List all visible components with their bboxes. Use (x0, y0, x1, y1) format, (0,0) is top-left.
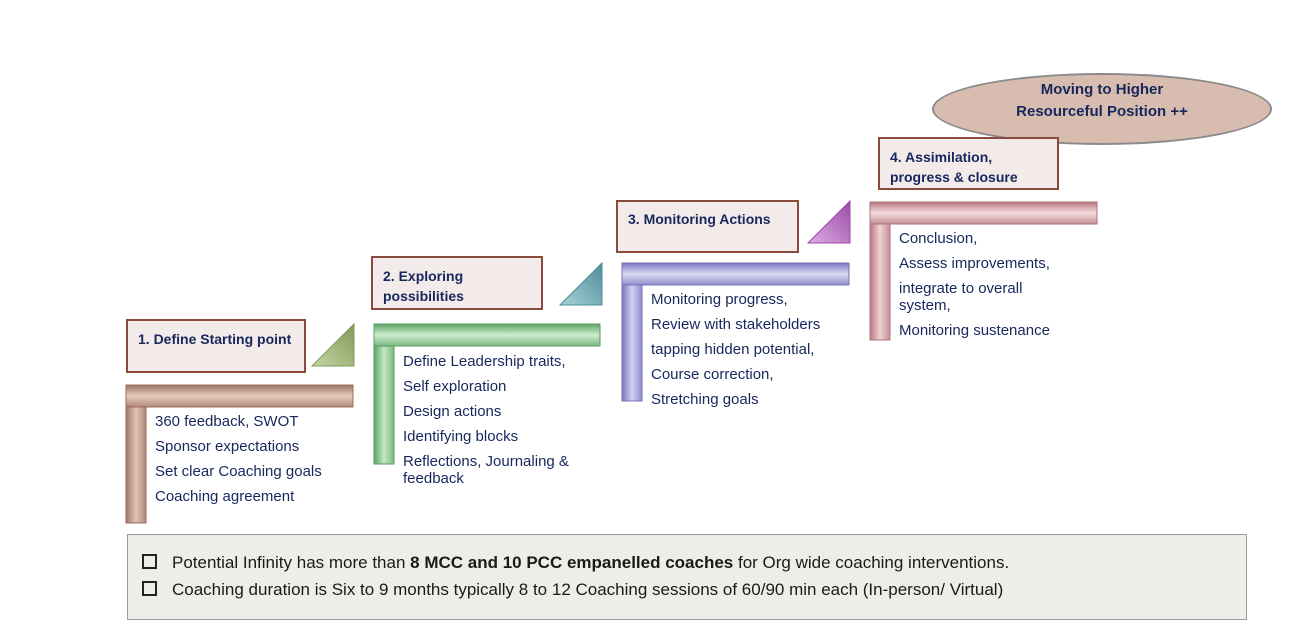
list-item: 360 feedback, SWOT (155, 413, 299, 430)
note-1: Potential Infinity has more than 8 MCC a… (142, 549, 1246, 576)
note-1-bold: 8 MCC and 10 PCC empanelled coaches (410, 553, 734, 572)
goal-line-2: Resourceful Position ++ (1016, 103, 1188, 120)
list-item: Assess improvements, (899, 255, 1050, 272)
goal-line-1: Moving to Higher (1040, 81, 1164, 98)
step-2-shape (373, 323, 601, 465)
list-item: Define Leadership traits, (403, 353, 566, 370)
stage-2-title: 2. Exploring possibilities (371, 256, 543, 310)
stage-4-items: Conclusion, Assess improvements, integra… (899, 226, 1074, 343)
list-item: Stretching goals (651, 391, 759, 408)
list-item: Design actions (403, 403, 502, 420)
list-item: Coaching agreement (155, 488, 295, 505)
list-item: Reflections, Journaling & feedback (403, 453, 569, 487)
step-3-triangle (806, 199, 851, 244)
step-2-triangle (558, 261, 603, 306)
list-item: tapping hidden potential, (651, 341, 815, 358)
stage-2-items: Define Leadership traits, Self explorati… (403, 349, 593, 491)
list-item: Course correction, (651, 366, 774, 383)
list-item: Monitoring sustenance (899, 322, 1050, 339)
checkbox-bullet-icon (142, 581, 157, 596)
note-1-post: for Org wide coaching interventions. (733, 553, 1010, 572)
stage-4-title: 4. Assimilation, progress & closure (878, 137, 1059, 190)
list-item: Review with stakeholders (651, 316, 821, 333)
list-item: Identifying blocks (403, 428, 519, 445)
list-item: Conclusion, (899, 230, 978, 247)
list-item: Self exploration (403, 378, 507, 395)
stage-1-items: 360 feedback, SWOT Sponsor expectations … (155, 409, 322, 509)
stage-3-items: Monitoring progress, Review with stakeho… (651, 287, 820, 412)
list-item: Sponsor expectations (155, 438, 300, 455)
list-item: Set clear Coaching goals (155, 463, 322, 480)
stage-3-title: 3. Monitoring Actions (616, 200, 799, 253)
list-item: integrate to overall system, (899, 280, 1023, 314)
step-1-shape (125, 384, 354, 524)
goal-ellipse: Moving to Higher Resourceful Position ++ (932, 73, 1272, 145)
checkbox-bullet-icon (142, 554, 157, 569)
step-3-shape (621, 262, 850, 402)
list-item: Monitoring progress, (651, 291, 788, 308)
stage-1-title: 1. Define Starting point (126, 319, 306, 373)
step-1-triangle (310, 322, 355, 367)
note-2: Coaching duration is Six to 9 months typ… (142, 576, 1246, 603)
notes-box: Potential Infinity has more than 8 MCC a… (127, 534, 1247, 620)
step-4-shape (869, 201, 1098, 341)
note-2-pre: Coaching duration is Six to 9 months typ… (172, 580, 1004, 599)
note-1-pre: Potential Infinity has more than (172, 553, 411, 572)
